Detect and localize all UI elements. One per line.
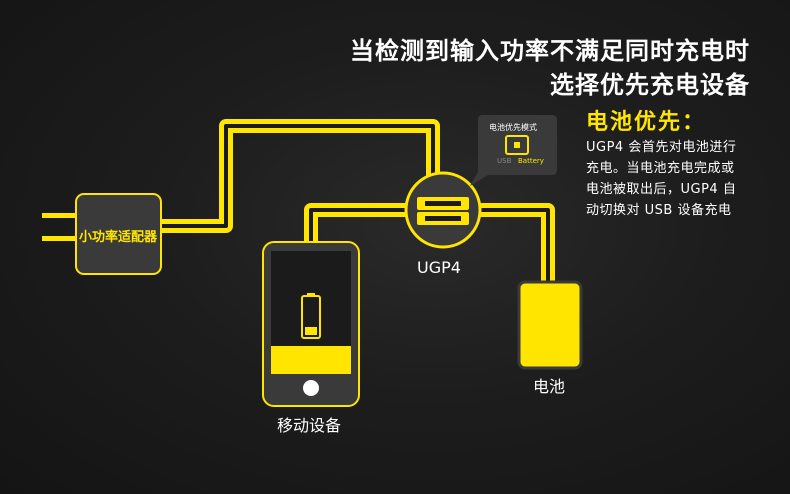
description-title: 电池优先： — [586, 110, 707, 135]
mode-bubble-battery: Battery — [518, 157, 544, 165]
adapter-label: 小功率适配器 — [79, 230, 158, 245]
mode-bubble-title: 电池优先模式 — [489, 123, 537, 132]
cable-hub-to-phone — [304, 203, 414, 250]
description-line: 电池被取出后，UGP4 自 — [586, 182, 737, 197]
adapter-box — [75, 193, 162, 275]
plug-prongs-icon — [42, 213, 80, 241]
phone-icon — [262, 241, 360, 407]
hub-label: UGP4 — [417, 258, 461, 277]
headline-line-1: 当检测到输入功率不满足同时充电时 — [350, 37, 750, 65]
cable-hub-to-battery — [473, 203, 555, 289]
battery-mode-icon — [505, 135, 529, 155]
hub-icon — [404, 171, 482, 249]
battery-label: 电池 — [533, 377, 566, 396]
description-line: 动切换对 USB 设备充电 — [586, 203, 732, 218]
battery-pack — [517, 280, 583, 370]
mode-bubble — [470, 115, 557, 186]
headline: 当检测到输入功率不满足同时充电时 选择优先充电设备 — [350, 34, 750, 102]
description-body: UGP4 会首先对电池进行 充电。当电池充电完成或 电池被取出后，UGP4 自 … — [586, 137, 766, 221]
description-line: UGP4 会首先对电池进行 — [586, 140, 737, 155]
headline-line-2: 选择优先充电设备 — [550, 71, 750, 99]
description-line: 充电。当电池充电完成或 — [586, 161, 735, 176]
phone-label: 移动设备 — [277, 416, 342, 435]
mode-bubble-usb: USB — [497, 157, 512, 165]
